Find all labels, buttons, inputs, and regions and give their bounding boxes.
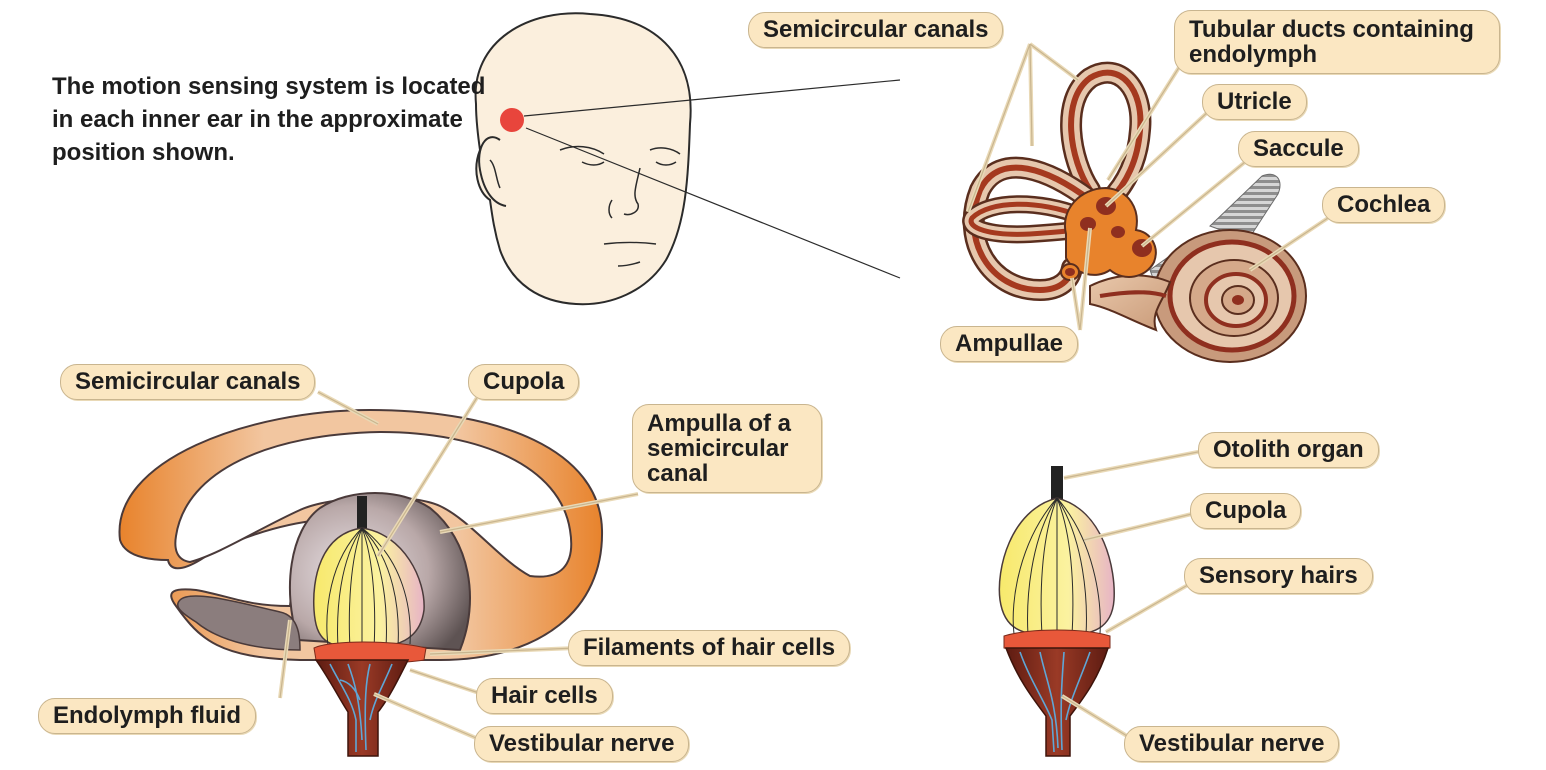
label-ampulla-of-canal: Ampulla of a semicircular canal bbox=[632, 404, 822, 493]
superior-canal-shape bbox=[1060, 61, 1152, 211]
label-sensory-hairs: Sensory hairs bbox=[1184, 558, 1373, 594]
otolith-illustration bbox=[998, 466, 1115, 757]
label-otolith-cupola: Cupola bbox=[1190, 493, 1302, 529]
label-hair-cells: Hair cells bbox=[476, 678, 613, 714]
label-filaments-of-hair-cells: Filaments of hair cells bbox=[568, 630, 851, 666]
ampulla-illustration bbox=[118, 408, 604, 757]
cochlea-shape bbox=[1153, 229, 1307, 363]
label-ampulla-cupola: Cupola bbox=[468, 364, 580, 400]
intro-text: The motion sensing system is located in … bbox=[52, 73, 486, 166]
label-ampullae: Ampullae bbox=[940, 326, 1079, 362]
ear-location-marker bbox=[500, 108, 524, 132]
head-illustration bbox=[474, 12, 901, 306]
label-endolymph-fluid: Endolymph fluid bbox=[38, 698, 256, 734]
label-utricle: Utricle bbox=[1202, 84, 1307, 120]
lateral-canal-shape bbox=[962, 195, 1099, 244]
label-tubular-ducts: Tubular ducts containing endolymph bbox=[1174, 10, 1500, 74]
label-ampulla-semicircular-canals: Semicircular canals bbox=[60, 364, 316, 400]
label-cochlea: Cochlea bbox=[1322, 187, 1446, 223]
label-otolith-organ: Otolith organ bbox=[1198, 432, 1379, 468]
label-ampulla-vestibular-nerve: Vestibular nerve bbox=[474, 726, 690, 762]
label-otolith-vestibular-nerve: Vestibular nerve bbox=[1124, 726, 1340, 762]
label-saccule: Saccule bbox=[1238, 131, 1359, 167]
label-ear-semicircular-canals: Semicircular canals bbox=[748, 12, 1004, 48]
